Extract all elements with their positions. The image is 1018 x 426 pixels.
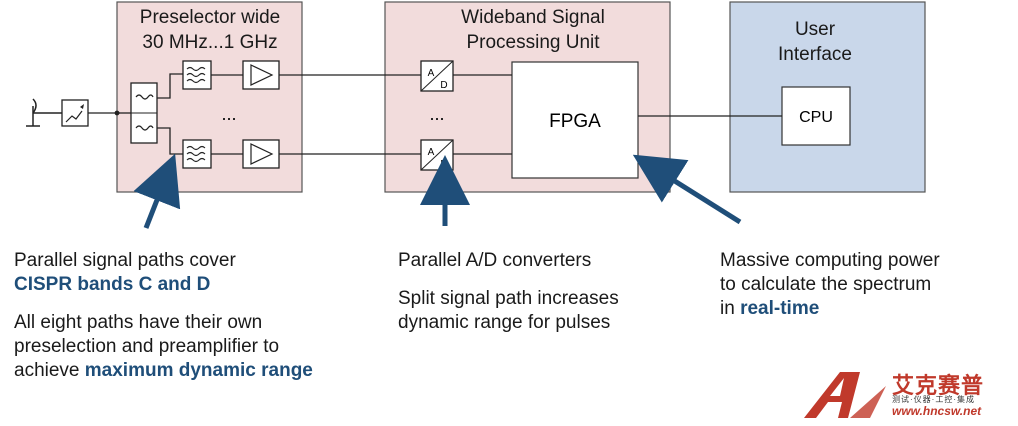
- caption-right-line3-plain: in: [720, 298, 741, 319]
- amplifier-top-icon: [242, 60, 280, 90]
- logo-name: 艾克赛普: [892, 373, 985, 398]
- caption-right-line3-bold: real-time: [740, 298, 820, 319]
- antenna-icon: [26, 98, 62, 127]
- fpga-box: [511, 61, 639, 179]
- caption-right-line3: in real-time: [720, 297, 940, 321]
- caption-right-line1: Massive computing power: [720, 250, 940, 271]
- svg-text:A: A: [428, 68, 435, 79]
- input-filter-icon: [130, 82, 158, 144]
- logo-mark-icon: [804, 372, 886, 418]
- preselector-ellipsis: ...: [221, 104, 236, 124]
- caption-left-line5-plain: achieve: [14, 360, 85, 381]
- ui-title-line2: Interface: [778, 44, 852, 65]
- caption-left: Parallel signal paths cover CISPR bands …: [14, 249, 313, 383]
- caption-left-line4: preselection and preamplifier to: [14, 336, 280, 357]
- logo-url: www.hncsw.net: [892, 404, 982, 418]
- caption-left-line5-bold: maximum dynamic range: [84, 360, 313, 381]
- caption-left-line3: All eight paths have their own: [14, 312, 263, 333]
- caption-left-line5: achieve maximum dynamic range: [14, 359, 313, 383]
- adc-top-icon: A D: [420, 60, 454, 92]
- caption-middle-line1: Parallel A/D converters: [398, 250, 592, 271]
- svg-text:D: D: [440, 80, 447, 91]
- svg-text:D: D: [440, 159, 447, 170]
- amplifier-bottom-icon: [242, 139, 280, 169]
- adc-ellipsis: ...: [429, 104, 444, 124]
- caption-left-line1: Parallel signal paths cover: [14, 250, 236, 271]
- arrow-preselector: [133, 153, 181, 229]
- attenuator-icon: [61, 99, 89, 127]
- caption-middle: Parallel A/D converters Split signal pat…: [398, 249, 619, 335]
- preselector-title-line1: Preselector wide: [140, 7, 280, 28]
- caption-left-line2: CISPR bands C and D: [14, 274, 211, 295]
- caption-middle-line3: dynamic range for pulses: [398, 312, 611, 333]
- ui-title-line1: User: [795, 19, 836, 40]
- dsp-title-line1: Wideband Signal: [461, 7, 605, 28]
- company-logo: 艾克赛普 测试·仪器·工控·集成 www.hncsw.net: [800, 366, 1012, 422]
- fpga-label: FPGA: [549, 111, 601, 132]
- arrow-fpga: [632, 154, 742, 225]
- caption-middle-line2: Split signal path increases: [398, 288, 619, 309]
- dsp-title-line2: Processing Unit: [466, 32, 600, 53]
- adc-bottom-icon: A D: [420, 139, 454, 171]
- cpu-label: CPU: [799, 109, 833, 126]
- caption-right: Massive computing power to calculate the…: [720, 249, 940, 321]
- bandpass-filter-top-icon: [182, 60, 212, 90]
- bandpass-filter-bottom-icon: [182, 139, 212, 169]
- caption-right-line2: to calculate the spectrum: [720, 274, 932, 295]
- svg-text:A: A: [428, 147, 435, 158]
- logo-tagline: 测试·仪器·工控·集成: [892, 395, 975, 404]
- preselector-title-line2: 30 MHz...1 GHz: [142, 32, 277, 53]
